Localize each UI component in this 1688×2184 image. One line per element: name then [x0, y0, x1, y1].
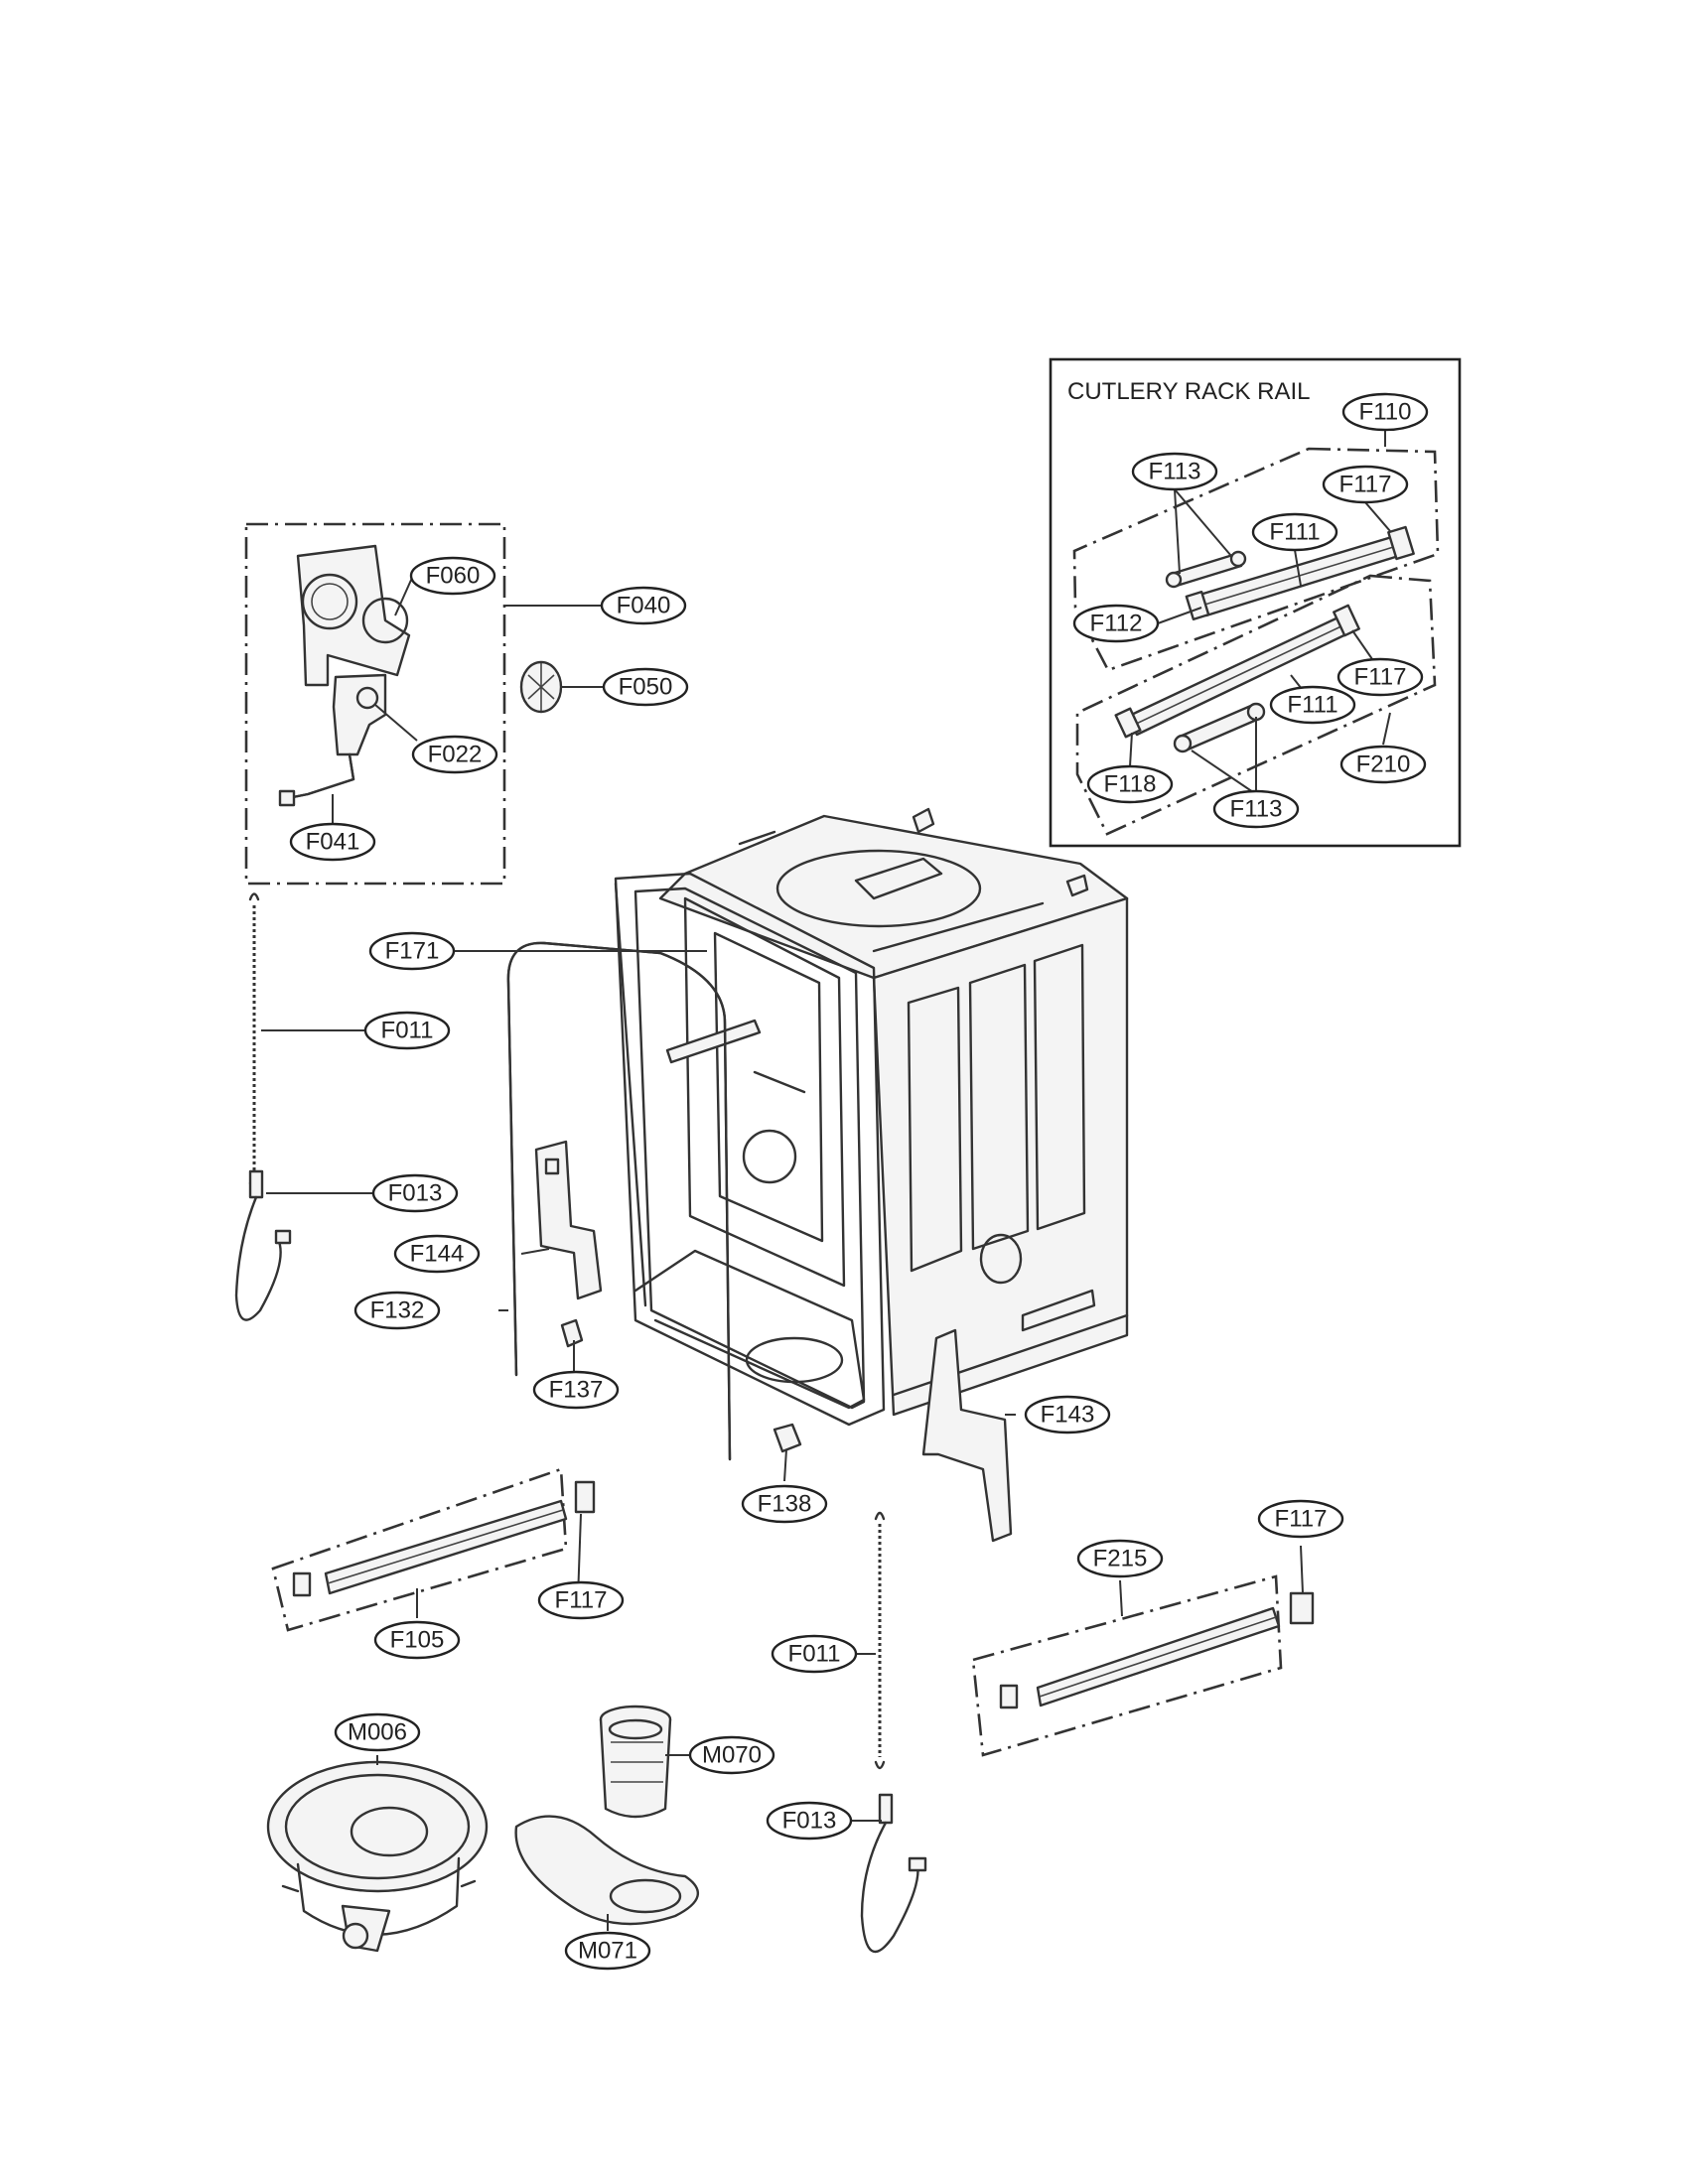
callout-label: F040 — [617, 593, 671, 619]
callout-label: M071 — [578, 1938, 637, 1965]
callout-label: F117 — [1339, 472, 1392, 498]
f011-spring-right — [874, 1511, 886, 1770]
callout-f118: F118 — [1086, 764, 1174, 804]
m006-sump — [266, 1760, 489, 1953]
callout-label: F105 — [390, 1627, 445, 1654]
callout-f117-inset-bottom: F117 — [1336, 657, 1424, 697]
callout-f013-left: F013 — [371, 1173, 459, 1213]
f050-cap — [519, 660, 563, 714]
callout-f060: F060 — [409, 556, 496, 596]
callout-f105: F105 — [373, 1620, 461, 1660]
callout-f110: F110 — [1341, 392, 1429, 432]
callout-label: F210 — [1356, 751, 1411, 778]
callout-label: M070 — [702, 1742, 762, 1769]
callout-label: F110 — [1359, 399, 1412, 426]
callout-f022: F022 — [411, 735, 498, 774]
callout-label: F011 — [381, 1018, 434, 1044]
callout-label: F113 — [1149, 459, 1201, 485]
leader-lines — [261, 950, 1304, 1931]
callout-f113-bottom: F113 — [1212, 789, 1300, 829]
f171-strip — [614, 882, 647, 1307]
callout-label: F144 — [410, 1241, 465, 1268]
callout-m006: M006 — [334, 1712, 421, 1752]
callout-label: F137 — [549, 1377, 604, 1404]
callout-f117-inset-top: F117 — [1322, 465, 1409, 504]
callout-f040: F040 — [600, 586, 687, 625]
callout-label: F113 — [1230, 796, 1283, 823]
callout-f113-top: F113 — [1131, 452, 1218, 491]
f138-clip — [773, 1423, 802, 1453]
callout-label: F111 — [1269, 519, 1320, 546]
callout-label: F111 — [1287, 692, 1337, 719]
f013-cable-left — [234, 1169, 292, 1321]
callout-label: F112 — [1090, 611, 1143, 637]
callout-label: M006 — [348, 1719, 407, 1746]
callout-label: F050 — [619, 674, 673, 701]
callout-label: F041 — [306, 829, 360, 856]
callout-label: F138 — [758, 1491, 812, 1518]
callout-f050: F050 — [602, 667, 689, 707]
f013-cable-right — [860, 1793, 927, 1954]
callout-label: F143 — [1041, 1402, 1095, 1429]
cutlery-rack-rail-inset: CUTLERY RACK RAIL — [1049, 357, 1462, 848]
m070-filter — [599, 1705, 672, 1819]
upper-rail — [1185, 525, 1415, 621]
f143-hinge — [921, 1328, 1013, 1543]
callout-f171: F171 — [368, 931, 456, 971]
callout-label: F117 — [1275, 1506, 1328, 1533]
callout-f011-right: F011 — [771, 1634, 858, 1674]
callout-label: F215 — [1093, 1546, 1148, 1572]
callout-f013-right: F013 — [766, 1801, 853, 1841]
callout-f144: F144 — [393, 1234, 481, 1274]
f011-spring-left — [248, 892, 260, 1191]
callout-f112: F112 — [1072, 604, 1160, 643]
f132-gasket — [506, 941, 732, 1461]
callout-label: F117 — [1354, 664, 1407, 691]
f144-hinge — [534, 1140, 603, 1300]
callout-f111-bottom: F111 — [1269, 685, 1356, 725]
m071-filter-plate — [514, 1815, 700, 1926]
callout-f132: F132 — [353, 1291, 441, 1330]
callout-label: F171 — [385, 938, 440, 965]
callout-label: F118 — [1104, 771, 1157, 798]
callout-f117-right-rail: F117 — [1257, 1499, 1344, 1539]
callout-f117-left-rail: F117 — [537, 1580, 625, 1620]
callout-label: F013 — [388, 1180, 443, 1207]
f137-clip — [560, 1318, 584, 1348]
callout-f041: F041 — [289, 822, 376, 862]
callout-label: F117 — [555, 1587, 608, 1614]
callout-label: F022 — [428, 742, 483, 768]
callout-f011-left: F011 — [363, 1011, 451, 1050]
callout-f215: F215 — [1076, 1539, 1164, 1578]
callout-label: F011 — [788, 1641, 841, 1668]
callout-f138: F138 — [741, 1484, 828, 1524]
callout-f210: F210 — [1339, 745, 1427, 784]
callout-m071: M071 — [564, 1931, 651, 1971]
callout-f137: F137 — [532, 1370, 620, 1410]
f215-rail-assembly — [971, 1574, 1315, 1757]
callout-m070: M070 — [688, 1735, 775, 1775]
f105-rail-assembly — [271, 1467, 596, 1632]
callout-f111-top: F111 — [1251, 512, 1338, 552]
upper-short-rail — [1165, 550, 1247, 589]
callout-label: F132 — [370, 1297, 425, 1324]
inset-title: CUTLERY RACK RAIL — [1067, 378, 1311, 405]
tub-assembly — [534, 807, 1129, 1543]
f040-assembly — [244, 522, 604, 886]
callout-label: F060 — [426, 563, 481, 590]
callout-f143: F143 — [1024, 1395, 1111, 1434]
callout-label: F013 — [782, 1808, 837, 1835]
